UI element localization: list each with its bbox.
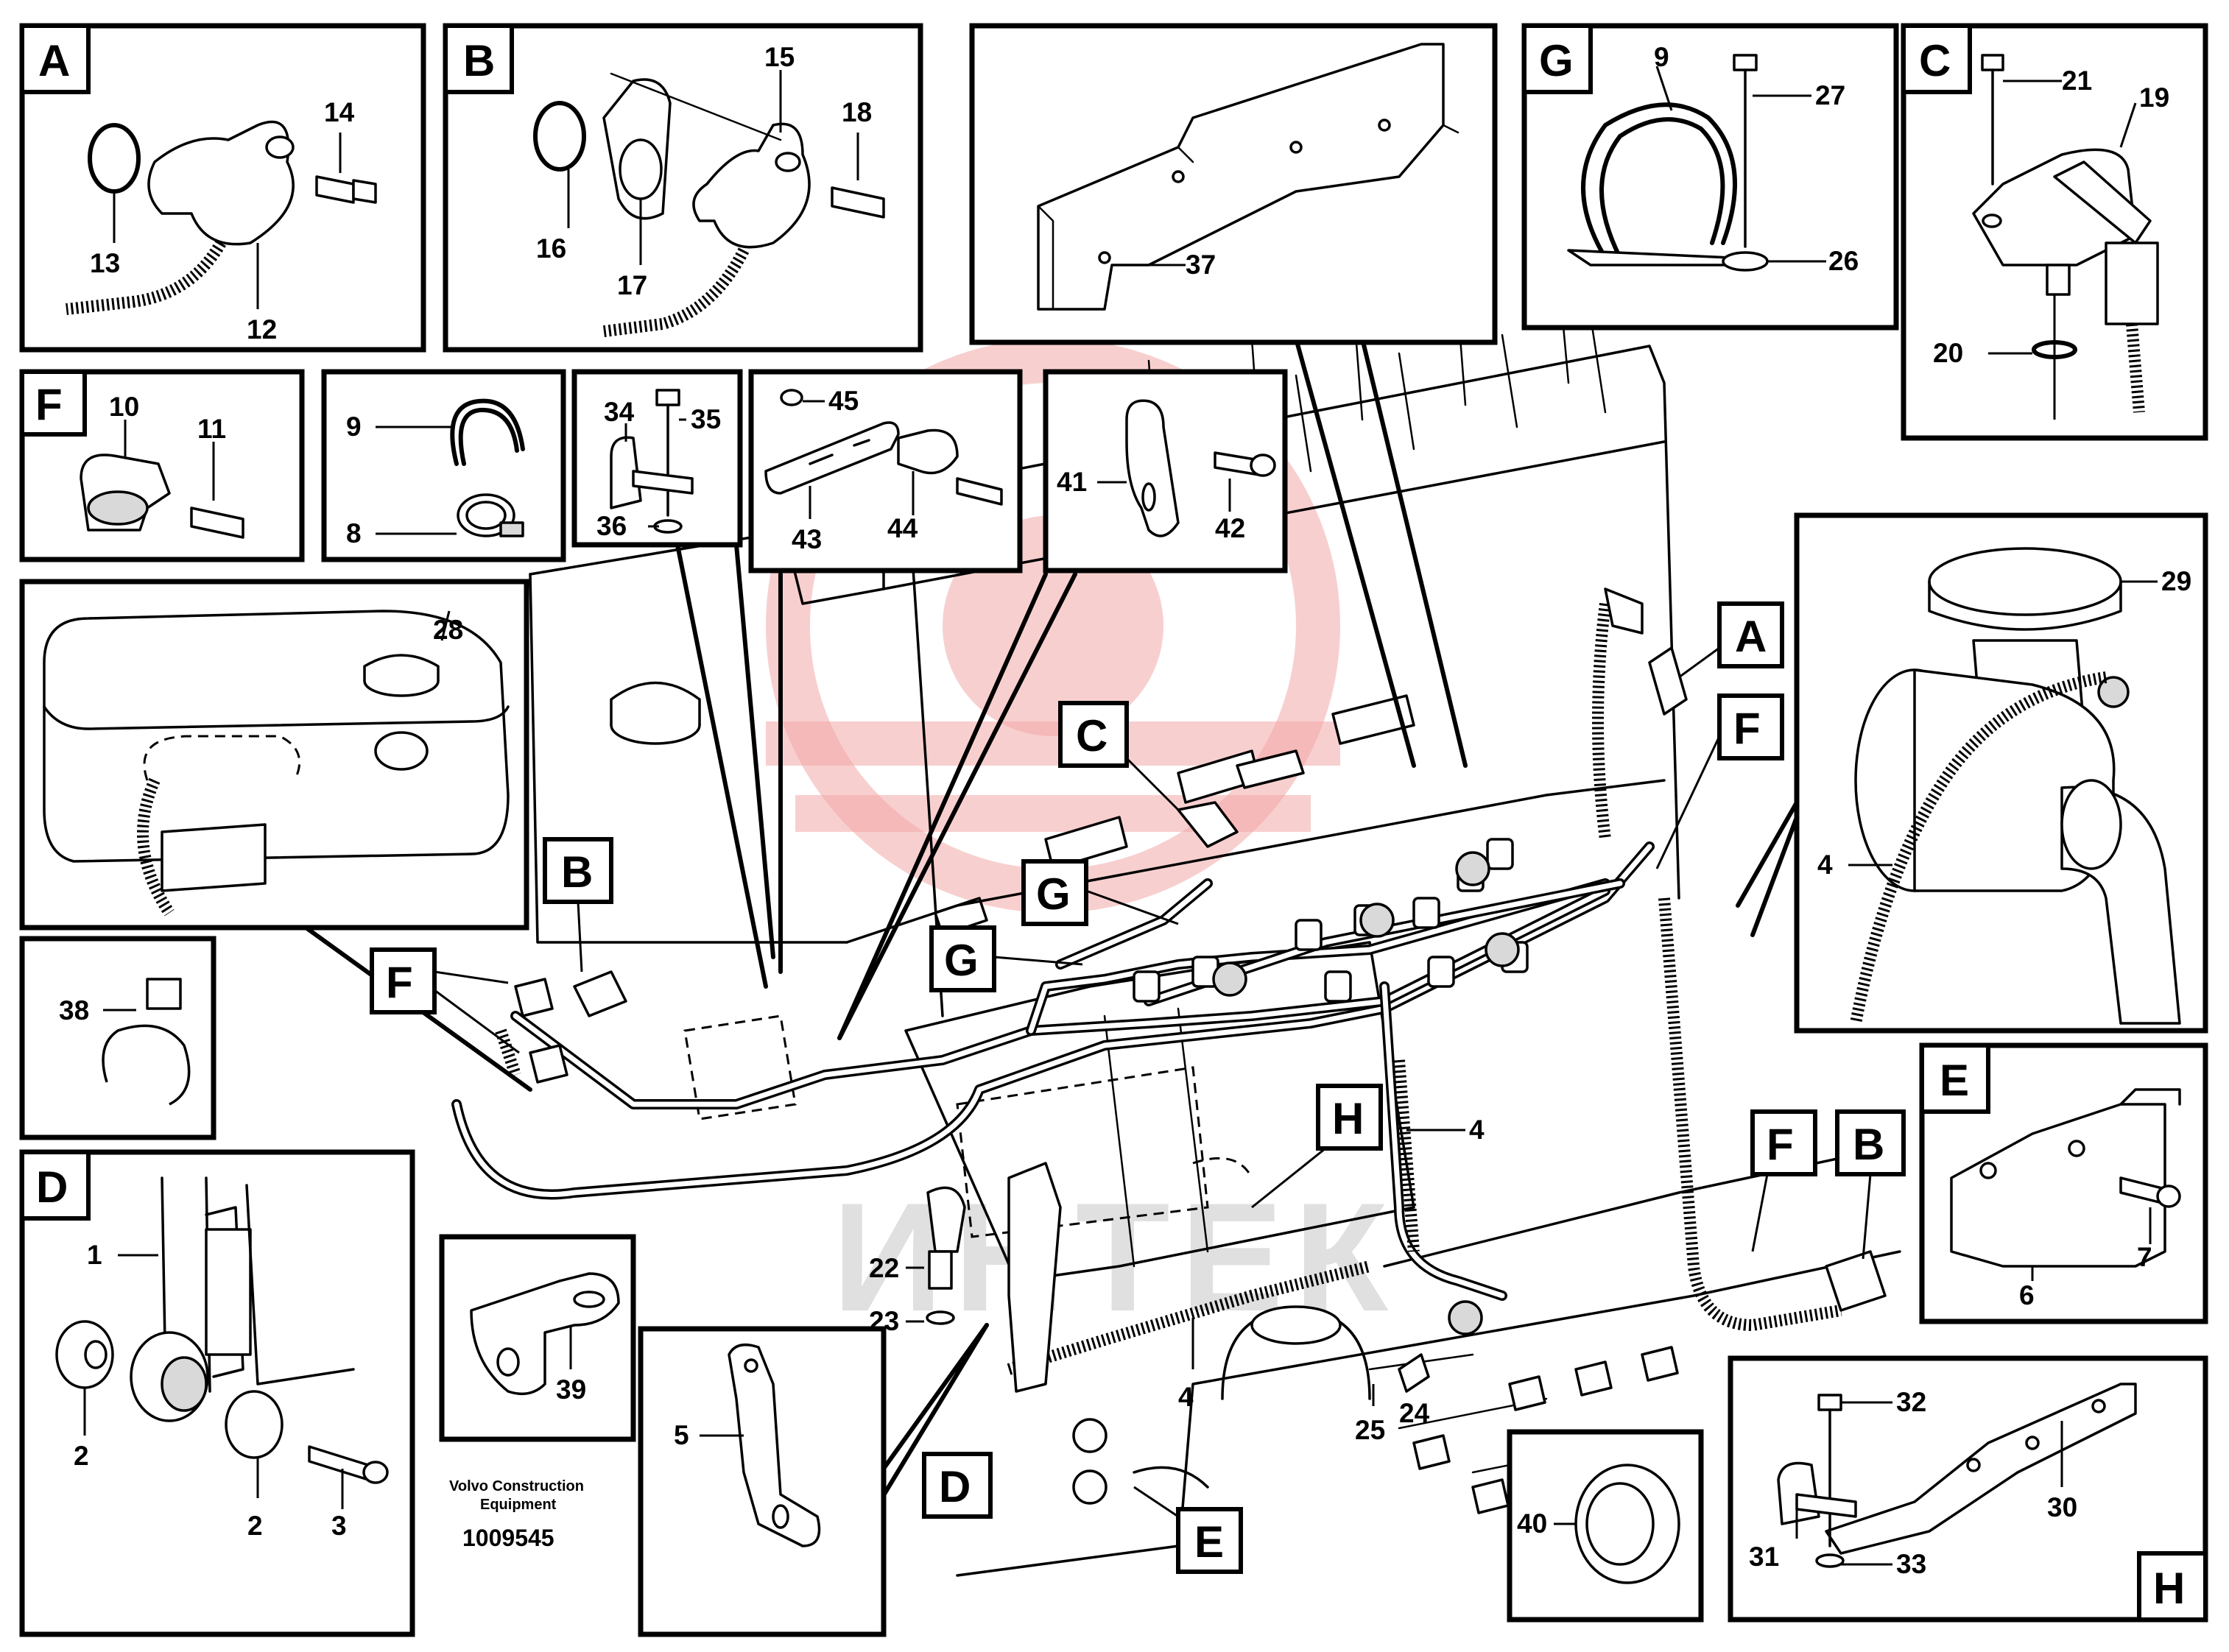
part-26: 26 (1828, 246, 1859, 276)
detail-h-label: H (2153, 1564, 2185, 1613)
ref-f-left: F (386, 958, 413, 1007)
detail-g: G 9 27 26 (1521, 23, 1899, 331)
detail-43-45: 45 43 44 (748, 369, 1023, 573)
part-17: 17 (617, 270, 647, 300)
part-24: 24 (1399, 1398, 1430, 1428)
detail-h: H 32 33 31 30 (1728, 1355, 2208, 1623)
detail-28: 28 (19, 579, 529, 931)
part-40: 40 (1517, 1508, 1547, 1539)
ref-g-lower: G (944, 936, 979, 985)
part-4-intake: 4 (1817, 850, 1833, 880)
part-33: 33 (1896, 1549, 1926, 1579)
part-23: 23 (869, 1306, 899, 1336)
detail-c: C 21 19 20 (1901, 23, 2208, 441)
detail-c-label: C (1919, 36, 1951, 85)
ref-a: A (1735, 612, 1767, 661)
wiring-harness (451, 587, 1887, 1393)
part-1: 1 (87, 1240, 102, 1270)
part-29: 29 (2161, 566, 2191, 596)
detail-41-42: 41 42 (1043, 369, 1288, 573)
part-27: 27 (1815, 80, 1845, 110)
ref-e: E (1194, 1517, 1224, 1567)
part-37: 37 (1186, 250, 1216, 280)
part-20: 20 (1933, 338, 1963, 368)
harness-connectors (1133, 838, 1529, 1003)
part-38: 38 (59, 995, 89, 1026)
part-2b: 2 (247, 1511, 263, 1541)
main-view-labels: C B F G G A F H F B (370, 601, 1906, 1574)
ref-c: C (1076, 711, 1108, 760)
part-43: 43 (792, 524, 822, 554)
detail-37: 37 (969, 23, 1498, 345)
ref-h: H (1332, 1094, 1364, 1143)
part-16: 16 (536, 233, 566, 264)
part-34: 34 (604, 397, 635, 427)
part-41: 41 (1057, 467, 1087, 497)
part-9-box: 9 (346, 412, 362, 442)
detail-e: E 7 6 (1919, 1042, 2208, 1324)
part-42: 42 (1215, 513, 1245, 543)
part-2a: 2 (74, 1441, 89, 1471)
part-45: 45 (828, 386, 859, 416)
ref-g-upper: G (1036, 869, 1071, 919)
detail-b: B 16 17 15 18 (443, 23, 923, 353)
part-5: 5 (674, 1420, 689, 1450)
detail-40: 40 (1507, 1429, 1704, 1623)
part-19: 19 (2139, 82, 2169, 113)
part-25: 25 (1355, 1415, 1385, 1445)
part-8: 8 (346, 518, 362, 548)
part-15: 15 (764, 42, 795, 72)
caption-line2: Equipment (480, 1497, 557, 1513)
caption: Volvo Construction Equipment 1009545 (449, 1478, 584, 1551)
detail-b-label: B (463, 36, 495, 85)
detail-f-label: F (35, 380, 63, 429)
part-28: 28 (433, 615, 463, 645)
part-36: 36 (596, 511, 627, 541)
part-4-main-lower: 4 (1178, 1382, 1194, 1412)
detail-5: 5 (638, 1326, 887, 1637)
part-12: 12 (247, 314, 277, 345)
part-3: 3 (331, 1511, 347, 1541)
part-14: 14 (324, 97, 355, 127)
part-32: 32 (1896, 1387, 1926, 1417)
detail-d-label: D (36, 1162, 68, 1212)
detail-8-9: 9 8 (321, 369, 566, 562)
ref-f-right-upper: F (1733, 704, 1761, 753)
detail-d: D 1 2 2 3 (19, 1149, 415, 1637)
detail-39: 39 (439, 1234, 636, 1442)
part-30: 30 (2047, 1492, 2077, 1522)
detail-29: 29 4 (1794, 512, 2208, 1034)
ref-b-left: B (561, 847, 593, 897)
part-13: 13 (90, 248, 120, 278)
part-6: 6 (2019, 1280, 2035, 1310)
detail-f: F 10 11 (19, 369, 305, 562)
part-18: 18 (842, 97, 872, 127)
detail-a-label: A (38, 36, 70, 85)
detail-34-36: 34 35 36 (571, 369, 743, 548)
part-31: 31 (1749, 1542, 1779, 1572)
caption-line1: Volvo Construction (449, 1478, 584, 1494)
part-7: 7 (2137, 1242, 2152, 1272)
part-10: 10 (109, 392, 139, 422)
detail-e-label: E (1940, 1056, 1969, 1105)
detail-a: A 13 12 14 (19, 23, 426, 353)
part-22: 22 (869, 1253, 899, 1283)
detail-g-label: G (1539, 36, 1574, 85)
part-39: 39 (556, 1374, 586, 1405)
part-9-g: 9 (1654, 42, 1669, 72)
part-21: 21 (2062, 66, 2092, 96)
ref-f-right-lower: F (1767, 1120, 1794, 1169)
part-44: 44 (887, 513, 918, 543)
detail-38: 38 (19, 936, 216, 1140)
ref-b-right: B (1853, 1120, 1884, 1169)
part-4-main-upper: 4 (1469, 1115, 1485, 1145)
part-35: 35 (691, 404, 721, 434)
ref-d: D (939, 1462, 971, 1511)
part-11: 11 (197, 414, 226, 444)
document-number: 1009545 (462, 1525, 554, 1551)
